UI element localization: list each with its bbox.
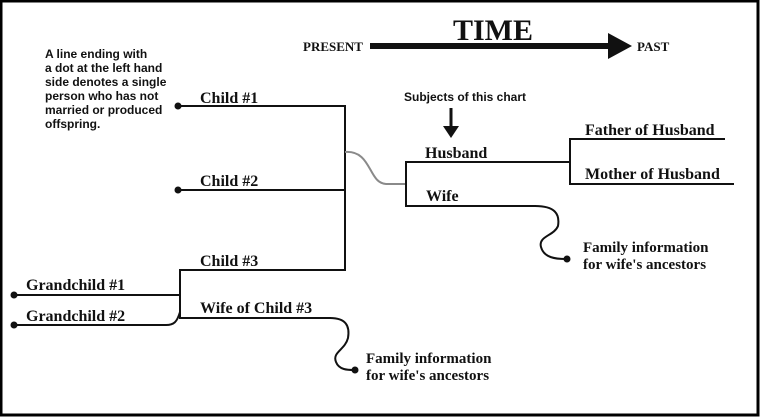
child3-wife-family-info-line-1: Family information: [366, 351, 492, 367]
couple-connector: [344, 150, 405, 185]
wife-label: Wife: [426, 188, 459, 205]
mother-of-husband-label: Mother of Husband: [585, 166, 720, 183]
grandchild1-dot: [10, 291, 18, 299]
child2-dot: [174, 186, 182, 194]
child3-label: Child #3: [200, 253, 258, 270]
couple-bracket: [405, 161, 536, 207]
legend-note-line-6: offspring.: [45, 117, 100, 131]
wife-ancestors-dot: [563, 255, 571, 263]
legend-note-line-2: a dot at the left hand: [45, 61, 162, 75]
child3-wife-ancestors-connector: [329, 317, 355, 371]
legend-note-line-4: person who has not: [45, 89, 158, 103]
time-title: TIME: [453, 14, 533, 47]
legend-note-line-5: married or produced: [45, 103, 162, 117]
child3-wife-ancestors-dot: [351, 366, 359, 374]
child1-dot: [174, 102, 182, 110]
husband-label: Husband: [425, 145, 487, 162]
present-label: PRESENT: [303, 39, 363, 54]
grandchild1-label: Grandchild #1: [26, 277, 125, 294]
child2-label: Child #2: [200, 173, 258, 190]
grandchild2-line: [14, 311, 181, 326]
child3-wife-family-info-line-2: for wife's ancestors: [366, 368, 489, 384]
child1-label: Child #1: [200, 90, 258, 107]
wife-family-info-line-1: Family information: [583, 240, 709, 256]
wife-ancestors-connector: [534, 205, 567, 260]
wife-family-info-line-2: for wife's ancestors: [583, 257, 706, 273]
time-arrow-head: [608, 33, 632, 59]
grandchild2-label: Grandchild #2: [26, 308, 125, 325]
child3-family-bracket: [179, 269, 331, 319]
grandchild2-dot: [10, 321, 18, 329]
husband-parents-bracket: [494, 138, 734, 185]
legend-note-line-3: side denotes a single: [45, 75, 167, 89]
past-label: PAST: [637, 39, 670, 54]
subjects-arrow-head: [443, 126, 459, 138]
wife-of-child3-label: Wife of Child #3: [200, 300, 312, 317]
subjects-note: Subjects of this chart: [404, 90, 526, 104]
legend-note-line-1: A line ending with: [45, 47, 147, 61]
father-of-husband-label: Father of Husband: [585, 122, 715, 139]
children-bracket: [177, 105, 346, 271]
